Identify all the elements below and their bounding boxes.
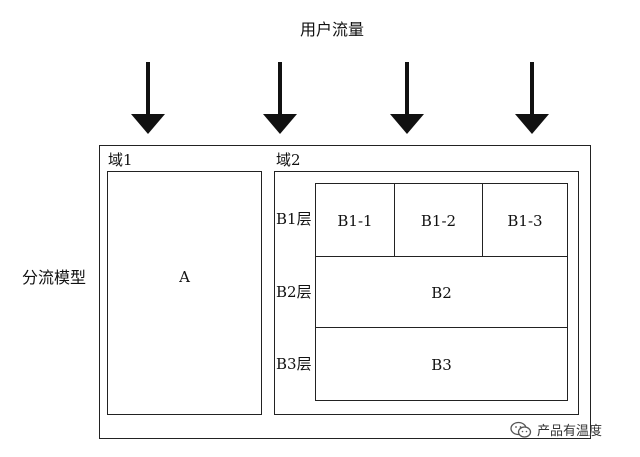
cell-label: B1-1 [337,212,373,230]
cell-label: B1-3 [507,212,543,230]
diagram-title: 用户流量 [300,20,365,39]
domain1-label: 域1 [108,151,133,169]
domain1-content: A [179,268,190,286]
cell-label: B1-2 [420,212,457,230]
layer-b1-cell: B1-1 [315,183,395,257]
domain1-box: A [107,171,262,415]
layer-b2-cell: B2 [315,256,568,328]
down-arrow-icon [131,62,165,134]
layer-label-b2: B2层 [276,283,312,301]
layer-b1-cell: B1-3 [482,183,568,257]
down-arrow-icon [263,62,297,134]
down-arrow-icon [390,62,424,134]
layer-b3-cell: B3 [315,327,568,401]
domain2-label: 域2 [276,151,301,169]
layer-label-b1: B1层 [276,210,312,228]
model-label: 分流模型 [22,268,87,287]
down-arrow-icon [515,62,549,134]
watermark-text: 产品有温度 [537,424,603,439]
watermark: 产品有温度 [510,420,602,439]
layer-label-b3: B3层 [276,355,312,373]
layer-b1-cell: B1-2 [394,183,483,257]
cell-label: B2 [431,284,452,302]
wechat-icon [510,421,532,438]
domain2-box [274,171,579,415]
model-box [99,145,591,439]
cell-label: B3 [431,356,452,374]
